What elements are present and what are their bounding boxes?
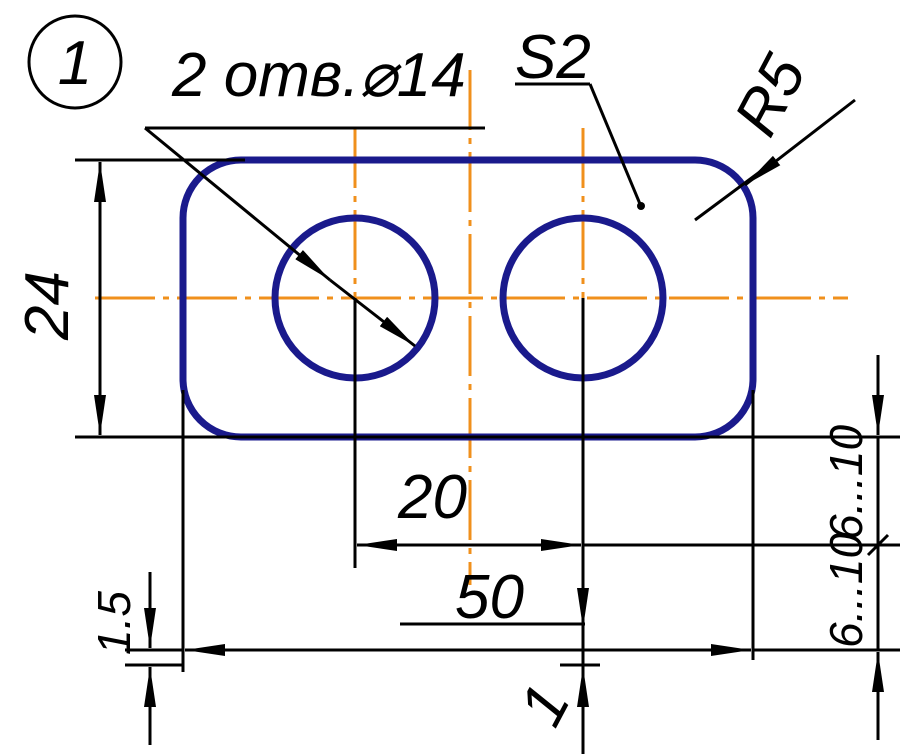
thickness-leader: [515, 82, 642, 205]
dim-width-line: [185, 622, 900, 656]
thickness-label: S2: [515, 23, 591, 92]
dim-width: 50: [455, 563, 524, 632]
holes-leader: [144, 126, 485, 348]
dim-right-lines: [866, 355, 890, 740]
radius-leader: [694, 98, 856, 222]
centerlines: [95, 70, 848, 585]
dim-left-gap: 1.5: [88, 591, 140, 655]
dim-right-upper: 6...10: [820, 424, 872, 540]
dim-height-lines: [75, 158, 900, 439]
dim-bottom-gap-lines: [560, 560, 600, 754]
dim-left-gap-lines: [125, 572, 183, 745]
dim-bottom-gap: 1: [506, 674, 583, 737]
holes-note: 2 отв.⌀14: [171, 41, 466, 110]
dim-hole-offset: 20: [397, 463, 467, 532]
item-number-circle: [27, 14, 123, 110]
dim-height: 24: [13, 271, 82, 341]
dim-right-lower: 6...10: [820, 532, 872, 648]
item-number: 1: [58, 29, 92, 98]
extension-lines: [181, 298, 755, 754]
leader-dot: [637, 202, 645, 210]
radius-label: R5: [721, 44, 819, 147]
